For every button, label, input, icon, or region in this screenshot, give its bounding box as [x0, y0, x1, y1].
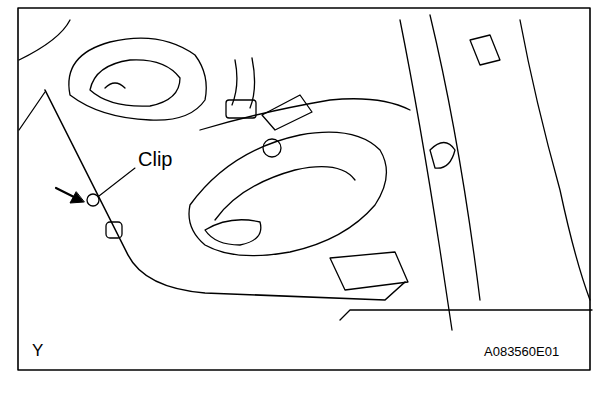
panel-tab: [330, 252, 408, 290]
rib-inner: [215, 167, 355, 220]
figure-code: A083560E01: [484, 345, 559, 359]
fitting: [430, 143, 455, 169]
pillar-line: [520, 20, 590, 300]
fitting: [470, 35, 500, 65]
bowl: [69, 38, 206, 120]
part-label: Clip: [138, 148, 172, 170]
pillar-line: [430, 15, 480, 300]
panel-edge: [45, 90, 405, 300]
recess: [205, 220, 261, 245]
rib: [189, 132, 386, 256]
pointer-arrowhead: [70, 192, 84, 203]
frame: [18, 8, 590, 370]
square-fastener: [106, 222, 122, 238]
bolt: [263, 139, 281, 157]
panel-lip: [340, 310, 592, 320]
body-line: [19, 92, 45, 130]
surface-line: [200, 99, 410, 130]
connector-end: [226, 100, 256, 118]
bowl-inner: [90, 60, 180, 106]
clip-hole: [87, 194, 99, 206]
body-line: [19, 20, 70, 60]
pillar-line: [400, 20, 452, 330]
view-letter: Y: [32, 342, 43, 361]
leader-line: [99, 168, 135, 196]
cap: [105, 83, 125, 88]
